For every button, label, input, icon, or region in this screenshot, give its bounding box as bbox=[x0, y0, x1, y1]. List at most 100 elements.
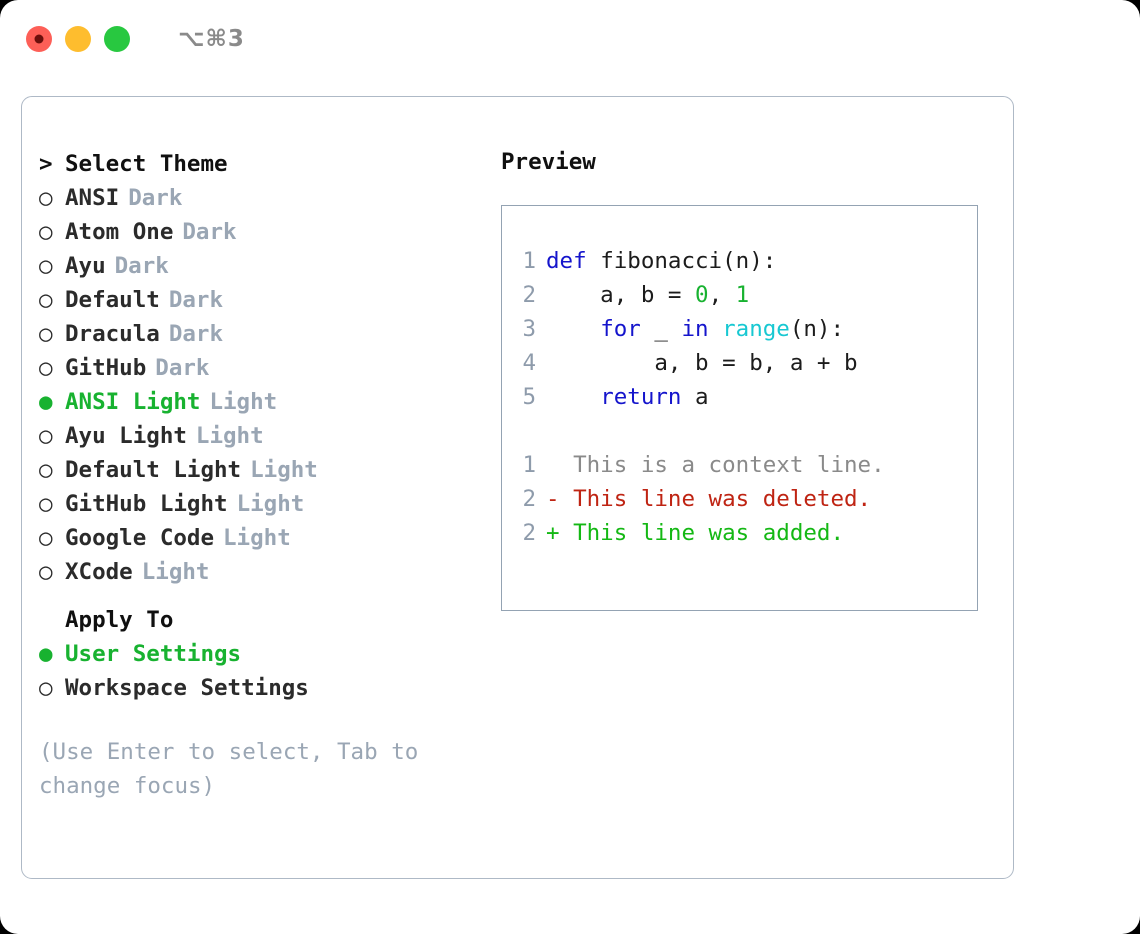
code-token-plain bbox=[709, 316, 723, 342]
title-bar: ⌥⌘3 bbox=[0, 0, 1140, 78]
diff-line-number: 2 bbox=[522, 520, 536, 546]
apply-to-label: User Settings bbox=[65, 641, 242, 667]
code-token-num: 0 bbox=[695, 282, 709, 308]
code-token-fn: range bbox=[722, 316, 790, 342]
theme-variant-label: Light bbox=[223, 525, 291, 551]
code-line-text: def fibonacci(n): bbox=[546, 248, 776, 274]
radio-unselected-icon: ○ bbox=[39, 355, 53, 381]
code-token-plain: a, b = bbox=[546, 282, 696, 308]
theme-name-label: ANSI Light bbox=[65, 389, 201, 415]
code-line-text: a, b = b, a + b bbox=[546, 350, 858, 376]
theme-name-label: GitHub Light bbox=[65, 491, 228, 517]
theme-name-label: GitHub bbox=[65, 355, 147, 381]
theme-name-label: Default Light bbox=[65, 457, 242, 483]
apply-to-section: Apply To ● User Settings ○ Workspace Settin… bbox=[39, 603, 479, 705]
apply-to-list: ● User Settings ○ Workspace Settings bbox=[39, 637, 479, 705]
apply-to-item[interactable]: ○ Workspace Settings bbox=[39, 671, 479, 705]
radio-unselected-icon: ○ bbox=[39, 457, 53, 483]
minimize-button-icon[interactable] bbox=[65, 26, 91, 52]
code-preview-spacer bbox=[502, 418, 977, 452]
code-token-plain: , bbox=[708, 282, 736, 308]
radio-selected-icon: ● bbox=[39, 389, 53, 415]
code-line: 3 for _ in range(n): bbox=[502, 316, 977, 350]
radio-unselected-icon: ○ bbox=[39, 675, 53, 701]
preview-title: Preview bbox=[501, 149, 596, 175]
code-token-plain bbox=[546, 316, 600, 342]
maximize-button-icon[interactable] bbox=[104, 26, 130, 52]
code-line: 2 a, b = 0, 1 bbox=[502, 282, 977, 316]
apply-to-heading-row: Apply To bbox=[39, 603, 479, 637]
code-line: 4 a, b = b, a + b bbox=[502, 350, 977, 384]
theme-picker-heading: Select Theme bbox=[65, 151, 228, 177]
code-token-kw: def bbox=[546, 248, 601, 274]
code-line: 1 def fibonacci(n): bbox=[502, 248, 977, 282]
theme-picker-heading-row: > Select Theme bbox=[39, 147, 479, 181]
code-token-kw: for bbox=[600, 316, 641, 342]
radio-unselected-icon: ○ bbox=[39, 321, 53, 347]
apply-to-item[interactable]: ● User Settings bbox=[39, 637, 479, 671]
code-token-plain: a, b = b, a + b bbox=[546, 350, 858, 376]
radio-unselected-icon: ○ bbox=[39, 219, 53, 245]
code-token-kw: in bbox=[681, 316, 709, 342]
theme-variant-label: Light bbox=[250, 457, 318, 483]
radio-unselected-icon: ○ bbox=[39, 253, 53, 279]
apply-to-heading-spacer bbox=[39, 603, 65, 637]
radio-unselected-icon: ○ bbox=[39, 525, 53, 551]
code-token-plain: a bbox=[681, 384, 709, 410]
radio-unselected-icon: ○ bbox=[39, 491, 53, 517]
radio-unselected-icon: ○ bbox=[39, 287, 53, 313]
close-button-icon[interactable] bbox=[26, 26, 52, 52]
diff-line-text-add: + This line was added. bbox=[546, 520, 845, 546]
theme-variant-label: Dark bbox=[168, 287, 224, 313]
diff-sample: 1 This is a context line.2- This line wa… bbox=[502, 452, 977, 554]
theme-list-item[interactable]: ○ Default Light Light bbox=[39, 453, 479, 487]
radio-selected-icon: ● bbox=[39, 641, 53, 667]
code-line-number: 1 bbox=[522, 248, 536, 274]
code-line-number: 2 bbox=[522, 282, 536, 308]
diff-line-text-ctx: This is a context line. bbox=[546, 452, 885, 478]
code-line-number: 5 bbox=[522, 384, 536, 410]
radio-unselected-icon: ○ bbox=[39, 185, 53, 211]
apply-to-heading: Apply To bbox=[65, 607, 174, 633]
theme-list-item[interactable]: ○ GitHub Dark bbox=[39, 351, 479, 385]
traffic-light-buttons bbox=[26, 26, 130, 52]
apply-to-label: Workspace Settings bbox=[65, 675, 309, 701]
theme-variant-label: Dark bbox=[128, 185, 183, 211]
code-line-text: for _ in range(n): bbox=[546, 316, 844, 342]
code-line-number: 3 bbox=[522, 316, 536, 342]
theme-variant-label: Dark bbox=[114, 253, 169, 279]
radio-unselected-icon: ○ bbox=[39, 559, 53, 585]
diff-line: 2- This line was deleted. bbox=[502, 486, 977, 520]
radio-unselected-icon: ○ bbox=[39, 423, 53, 449]
diff-line-text-del: - This line was deleted. bbox=[546, 486, 872, 512]
theme-name-label: ANSI bbox=[65, 185, 120, 211]
theme-list-item[interactable]: ○ Google Code Light bbox=[39, 521, 479, 555]
theme-name-label: Google Code bbox=[65, 525, 215, 551]
caret-icon: > bbox=[39, 151, 53, 177]
theme-variant-label: Dark bbox=[155, 355, 210, 381]
theme-name-label: Ayu Light bbox=[65, 423, 187, 449]
theme-name-label: Dracula bbox=[65, 321, 160, 347]
code-token-plain: (n): bbox=[789, 316, 845, 342]
diff-line-number: 1 bbox=[522, 452, 536, 478]
theme-name-label: XCode bbox=[65, 559, 133, 585]
code-line: 5 return a bbox=[502, 384, 977, 418]
keyboard-shortcut-label: ⌥⌘3 bbox=[178, 26, 245, 52]
code-token-num: 1 bbox=[735, 282, 750, 308]
code-line-text: return a bbox=[546, 384, 709, 410]
theme-list-item[interactable]: ○ ANSI Dark bbox=[39, 181, 479, 215]
